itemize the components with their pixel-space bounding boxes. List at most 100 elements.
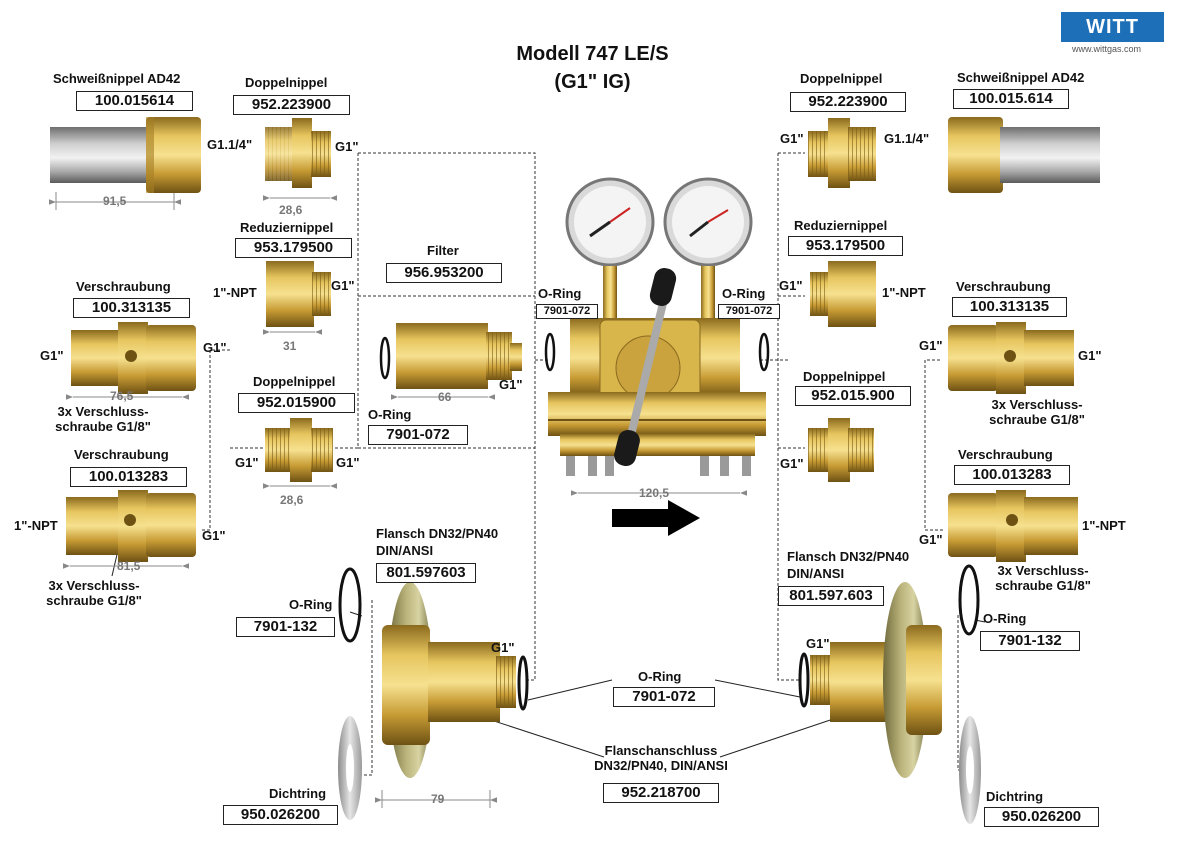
left-weld-nipple xyxy=(50,117,201,193)
left-union-1 xyxy=(71,322,196,394)
flange-connection-label: Flanschanschluss DN32/PN40, DIN/ANSI xyxy=(576,743,746,773)
manifold-body xyxy=(544,177,770,536)
logo-url: www.wittgas.com xyxy=(1072,44,1142,54)
left-reducing-nipple-thread-left: 1"-NPT xyxy=(213,285,257,300)
left-flange-part xyxy=(338,567,529,820)
manifold-oring-right-code: 7901-072 xyxy=(718,304,780,319)
left-double-nipple-2-thread-left: G1" xyxy=(235,455,259,470)
right-double-nipple-2-code: 952.015.900 xyxy=(795,386,911,406)
left-double-nipple-2-thread-right: G1" xyxy=(336,455,360,470)
left-union-1-note-line-1: 3x Verschluss- xyxy=(57,404,149,419)
right-dichtring-code: 950.026200 xyxy=(984,807,1099,827)
left-union-2-thread-left: 1"-NPT xyxy=(14,518,58,533)
flange-connection-code: 952.218700 xyxy=(603,783,719,803)
left-union-1-dim: 76,5 xyxy=(110,389,134,403)
bottom-oring-code: 7901-072 xyxy=(613,687,715,707)
left-double-nipple-1-thread-left: G1.1/4" xyxy=(207,137,253,152)
left-union-1-thread-left: G1" xyxy=(40,348,64,363)
right-flange-thread: G1" xyxy=(806,636,830,651)
right-union-1-note-line-1: 3x Verschluss- xyxy=(991,397,1083,412)
left-reducing-nipple-thread-right: G1" xyxy=(331,278,355,293)
flange-connection-label-2: DN32/PN40, DIN/ANSI xyxy=(594,758,728,773)
left-double-nipple-1-thread-right: G1" xyxy=(335,139,359,154)
right-double-nipple-2-thread-left: G1" xyxy=(780,456,804,471)
witt-logo: WITT xyxy=(1061,12,1164,42)
left-union-2-code: 100.013283 xyxy=(70,467,187,487)
right-reducing-nipple-label: Reduziernippel xyxy=(794,218,888,233)
left-union-2 xyxy=(66,490,196,562)
left-union-2-dim: 81,5 xyxy=(117,559,141,573)
left-weld-nipple-dim: 91,5 xyxy=(103,194,127,208)
left-flange-dim: 79 xyxy=(431,792,445,806)
left-reducing-nipple-label: Reduziernippel xyxy=(240,220,334,235)
filter-code: 956.953200 xyxy=(386,263,502,283)
right-reducing-nipple-thread-left: G1" xyxy=(779,278,803,293)
right-union-1-thread-right: G1" xyxy=(1078,348,1102,363)
left-flange-label-1: Flansch DN32/PN40 xyxy=(376,526,499,541)
left-union-1-note: 3x Verschluss- schraube G1/8" xyxy=(40,404,166,434)
connector-lines xyxy=(200,152,968,776)
left-union-2-label: Verschraubung xyxy=(74,447,169,462)
right-union-1-thread-left: G1" xyxy=(919,338,943,353)
left-union-1-code: 100.313135 xyxy=(73,298,190,318)
filter-dim: 66 xyxy=(438,390,452,404)
filter-oring-code: 7901-072 xyxy=(368,425,468,445)
left-oring-code: 7901-132 xyxy=(236,617,335,637)
left-union-2-thread-right: G1" xyxy=(202,528,226,543)
right-union-1 xyxy=(948,322,1074,394)
right-double-nipple-1-code: 952.223900 xyxy=(790,92,906,112)
right-oring-code: 7901-132 xyxy=(980,631,1080,651)
filter-thread: G1" xyxy=(499,377,523,392)
right-flange-label-1: Flansch DN32/PN40 xyxy=(787,549,910,564)
left-union-1-thread-right: G1" xyxy=(203,340,227,355)
right-double-nipple-1-label: Doppelnippel xyxy=(800,71,883,86)
left-double-nipple-1-dim: 28,6 xyxy=(279,203,303,217)
manifold-oring-left-code: 7901-072 xyxy=(536,304,598,319)
page-title: Modell 747 LE/S (G1" IG) xyxy=(470,40,715,96)
flange-connection-label-1: Flanschanschluss xyxy=(604,743,718,758)
left-double-nipple-2 xyxy=(265,418,333,482)
left-double-nipple-1-label: Doppelnippel xyxy=(245,75,328,90)
right-double-nipple-2-label: Doppelnippel xyxy=(803,369,886,384)
right-reducing-nipple xyxy=(810,261,876,327)
left-reducing-nipple-code: 953.179500 xyxy=(235,238,352,258)
left-union-2-note-line-1: 3x Verschluss- xyxy=(48,578,140,593)
right-union-1-note: 3x Verschluss- schraube G1/8" xyxy=(974,397,1100,427)
right-flange-label-2: DIN/ANSI xyxy=(787,566,845,581)
right-union-2-thread-right: 1"-NPT xyxy=(1082,518,1126,533)
left-double-nipple-1 xyxy=(265,118,331,188)
right-double-nipple-2 xyxy=(808,418,874,482)
filter-part xyxy=(379,323,522,389)
title-line-1: Modell 747 LE/S xyxy=(516,43,669,65)
left-union-2-note-line-2: schraube G1/8" xyxy=(46,593,142,608)
left-union-2-note: 3x Verschluss- schraube G1/8" xyxy=(31,578,157,608)
right-double-nipple-1-thread-left: G1" xyxy=(780,131,804,146)
manifold-dim: 120,5 xyxy=(639,486,670,500)
left-flange-code: 801.597603 xyxy=(376,563,476,583)
left-double-nipple-1-code: 952.223900 xyxy=(233,95,350,115)
manifold-oring-right-label: O-Ring xyxy=(722,286,766,301)
right-union-1-label: Verschraubung xyxy=(956,279,1051,294)
right-dichtring-label: Dichtring xyxy=(986,789,1044,804)
filter-label: Filter xyxy=(427,243,459,258)
left-union-1-label: Verschraubung xyxy=(76,279,171,294)
right-double-nipple-1-thread-right: G1.1/4" xyxy=(884,131,930,146)
right-union-1-note-line-2: schraube G1/8" xyxy=(989,412,1085,427)
left-dichtring-label: Dichtring xyxy=(269,786,327,801)
right-reducing-nipple-code: 953.179500 xyxy=(788,236,903,256)
right-double-nipple-1 xyxy=(808,118,876,188)
left-oring-label: O-Ring xyxy=(289,597,333,612)
right-reducing-nipple-thread-right: 1"-NPT xyxy=(882,285,926,300)
left-double-nipple-2-label: Doppelnippel xyxy=(253,374,336,389)
right-flange-code: 801.597.603 xyxy=(778,586,884,606)
right-union-2-code: 100.013283 xyxy=(954,465,1070,485)
left-weld-nipple-label: Schweißnippel AD42 xyxy=(53,71,181,86)
right-weld-nipple-code: 100.015.614 xyxy=(953,89,1069,109)
right-union-1-code: 100.313135 xyxy=(952,297,1067,317)
filter-oring-label: O-Ring xyxy=(368,407,412,422)
right-union-2-note-line-2: schraube G1/8" xyxy=(995,578,1091,593)
title-line-2: (G1" IG) xyxy=(554,71,631,93)
right-weld-nipple-label: Schweißnippel AD42 xyxy=(957,70,1085,85)
left-double-nipple-2-dim: 28,6 xyxy=(280,493,304,507)
